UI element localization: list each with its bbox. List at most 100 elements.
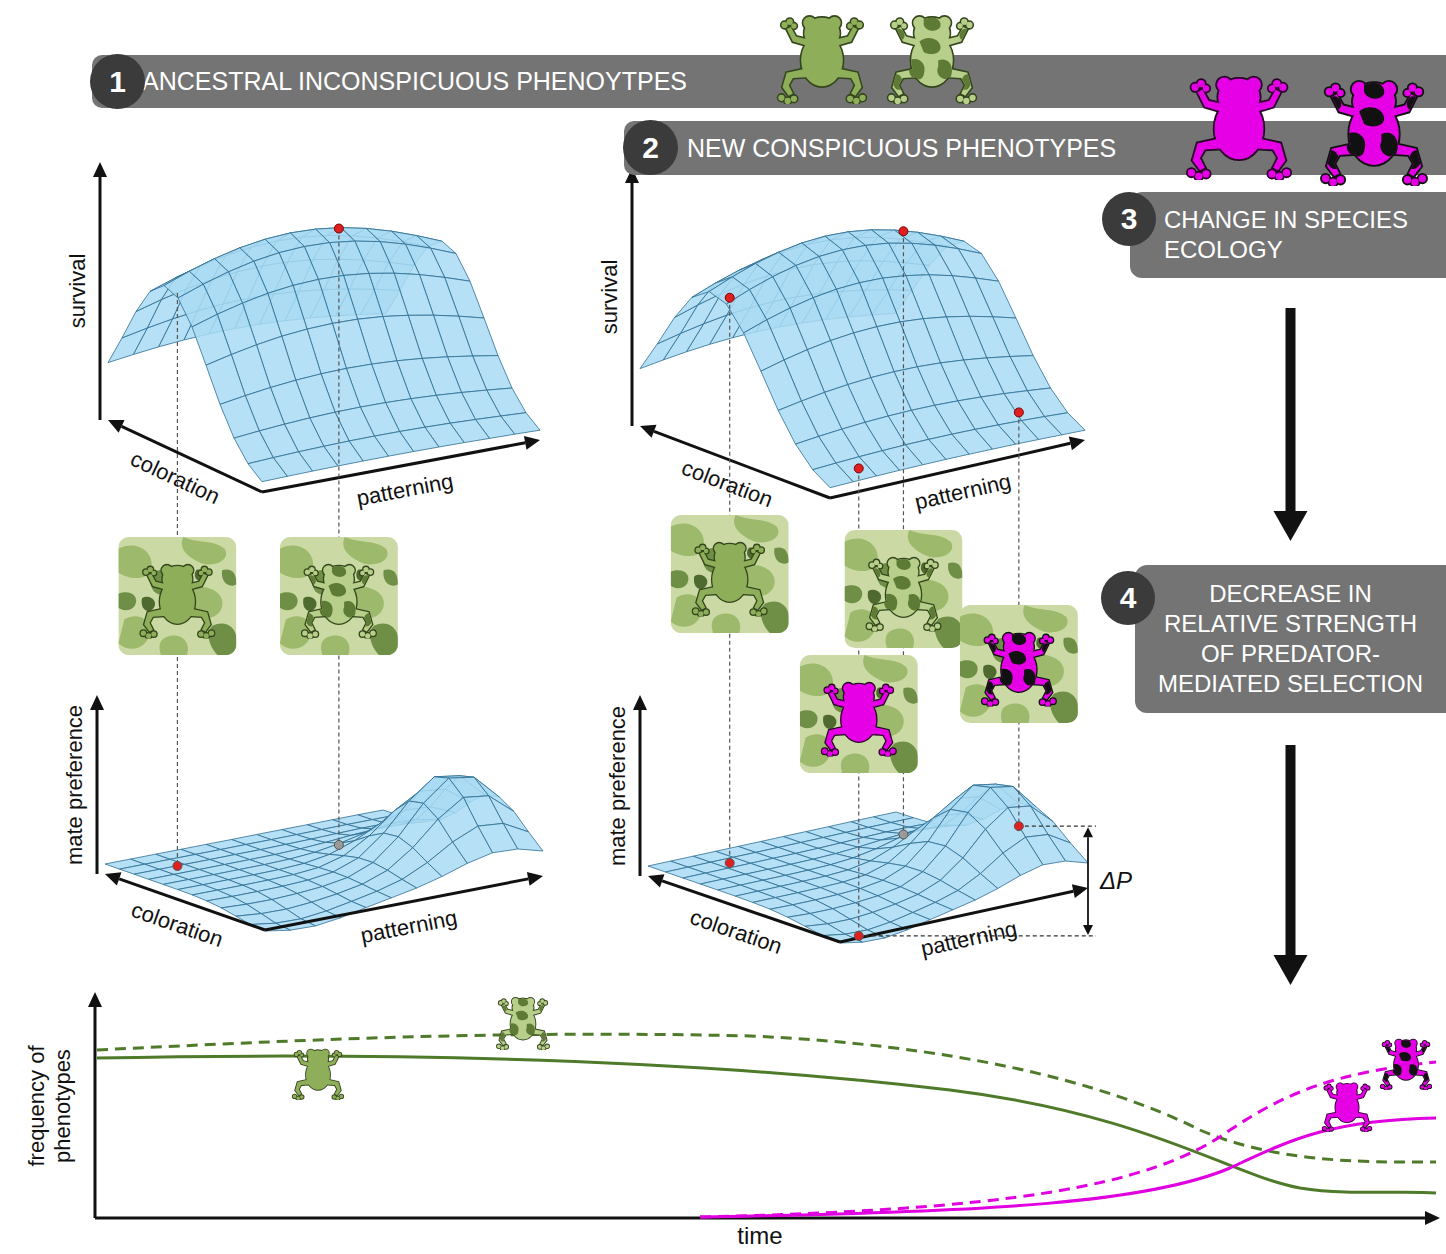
callout-number: 3 (1121, 203, 1138, 235)
frog-tile (280, 537, 398, 655)
axis-arrowhead (524, 436, 540, 450)
survival-point (899, 227, 908, 236)
surface-facet (805, 924, 845, 936)
axis-label: patterning (355, 468, 456, 512)
axis-label: mate preference (62, 704, 88, 864)
bracket-line (1087, 837, 1089, 925)
callout-number: 2 (623, 120, 678, 175)
frog-tile (118, 537, 236, 655)
camouflage-ground (960, 605, 1078, 723)
surface-facet (220, 396, 259, 439)
surface-facet (813, 463, 854, 488)
arrowhead (1274, 955, 1308, 985)
arrow-shaft (1286, 745, 1296, 955)
frog-icon (867, 558, 940, 631)
phase-band: ANCESTRAL INCONSPICUOUS PHENOYTPES 1 (92, 55, 1446, 108)
axis-arrowhead (1425, 1211, 1440, 1225)
axis-label: survival (597, 260, 623, 335)
axis-line (94, 1007, 97, 1218)
frog-tile (800, 655, 918, 773)
axis-line (639, 710, 642, 876)
axis-arrowhead (90, 695, 104, 710)
arrow-shaft (1286, 308, 1296, 511)
axis-arrowhead (88, 992, 102, 1007)
surface-mesh (105, 776, 543, 931)
frog-tiles (118, 515, 1078, 773)
step-box: DECREASE IN RELATIVE STRENGTH OF PREDATO… (1135, 565, 1446, 713)
bracket-arrowhead (1083, 925, 1093, 935)
camouflage-ground (280, 537, 398, 655)
surface-facet (657, 305, 697, 344)
plot-axes (93, 162, 540, 492)
axis-label: coloration (687, 904, 786, 960)
axis-arrowhead (1072, 884, 1088, 898)
preference-point (899, 830, 908, 839)
surface-mesh (108, 228, 540, 482)
surface-facet (248, 458, 287, 482)
survival-point (334, 224, 343, 233)
survival-point (854, 464, 863, 473)
axis-label: survival (65, 254, 91, 329)
preference-point (854, 931, 863, 940)
dashed-drop-lines (177, 229, 1018, 936)
axis-label: coloration (126, 446, 223, 510)
frog-icon (822, 683, 895, 756)
frog-icon (141, 565, 214, 638)
axis-label: coloration (128, 897, 227, 953)
frog-icon (1381, 1040, 1431, 1090)
axis-label: time (737, 1223, 782, 1249)
axis-arrowhead (633, 695, 647, 710)
delta-bracket (865, 826, 1096, 936)
axis-arrowhead (527, 872, 543, 886)
frog-icon (1323, 1083, 1372, 1132)
axis-line (631, 183, 634, 426)
surface-facet (761, 360, 802, 411)
camouflage-ground (845, 530, 963, 648)
frog-tile (671, 515, 789, 633)
survival-point (725, 293, 734, 302)
node-text: CHANGE IN SPECIES ECOLOGY (1164, 205, 1414, 265)
dashed-drop-line (338, 229, 339, 845)
phase-band: NEW CONSPICUOUS PHENOTYPES 2 (624, 121, 1446, 175)
frequency-curve (97, 1056, 1436, 1193)
flow-arrow (1274, 308, 1308, 541)
callout-number: 4 (1120, 582, 1137, 614)
callout-number: 1 (90, 54, 145, 109)
frog-icon (302, 565, 375, 638)
node-text: DECREASE IN RELATIVE STRENGTH OF PREDATO… (1153, 579, 1428, 699)
callout-number: 1 (109, 66, 126, 98)
frog-icon (693, 543, 766, 616)
frog-tile (960, 605, 1078, 723)
surface-points (173, 224, 1023, 940)
preference-point (725, 858, 734, 867)
preference-point (334, 840, 343, 849)
callout-number: 3 (1102, 192, 1156, 246)
survival-point (1014, 408, 1023, 417)
plot-axes (90, 695, 543, 930)
frequency-curve (700, 1062, 1436, 1217)
frog-icon (293, 1050, 343, 1100)
frequency-curve (97, 1034, 1436, 1162)
axis-arrowhead (93, 162, 107, 177)
axis-arrowhead (648, 874, 664, 887)
step-to-chart-arrow (1274, 745, 1308, 985)
axis-line (99, 177, 102, 420)
plot-axes (625, 168, 1085, 498)
camouflage-ground (118, 537, 236, 655)
frog-icon (497, 998, 549, 1050)
dashed-level-line (1025, 826, 1096, 827)
axis-line (96, 710, 99, 874)
camouflage-ground (800, 655, 918, 773)
preference-point (1014, 822, 1023, 831)
frog-tile (845, 530, 963, 648)
callout-number: 2 (642, 132, 659, 164)
node-text: NEW CONSPICUOUS PHENOTYPES (687, 134, 1116, 163)
camouflage-ground (671, 515, 789, 633)
step-box: CHANGE IN SPECIES ECOLOGY3 (1130, 192, 1446, 278)
surface-facet (206, 355, 245, 405)
surface-facet (778, 401, 818, 444)
axis-arrowhead (105, 872, 121, 885)
node-text: ANCESTRAL INCONSPICUOUS PHENOYTPES (142, 67, 687, 96)
preference-point (173, 861, 182, 870)
